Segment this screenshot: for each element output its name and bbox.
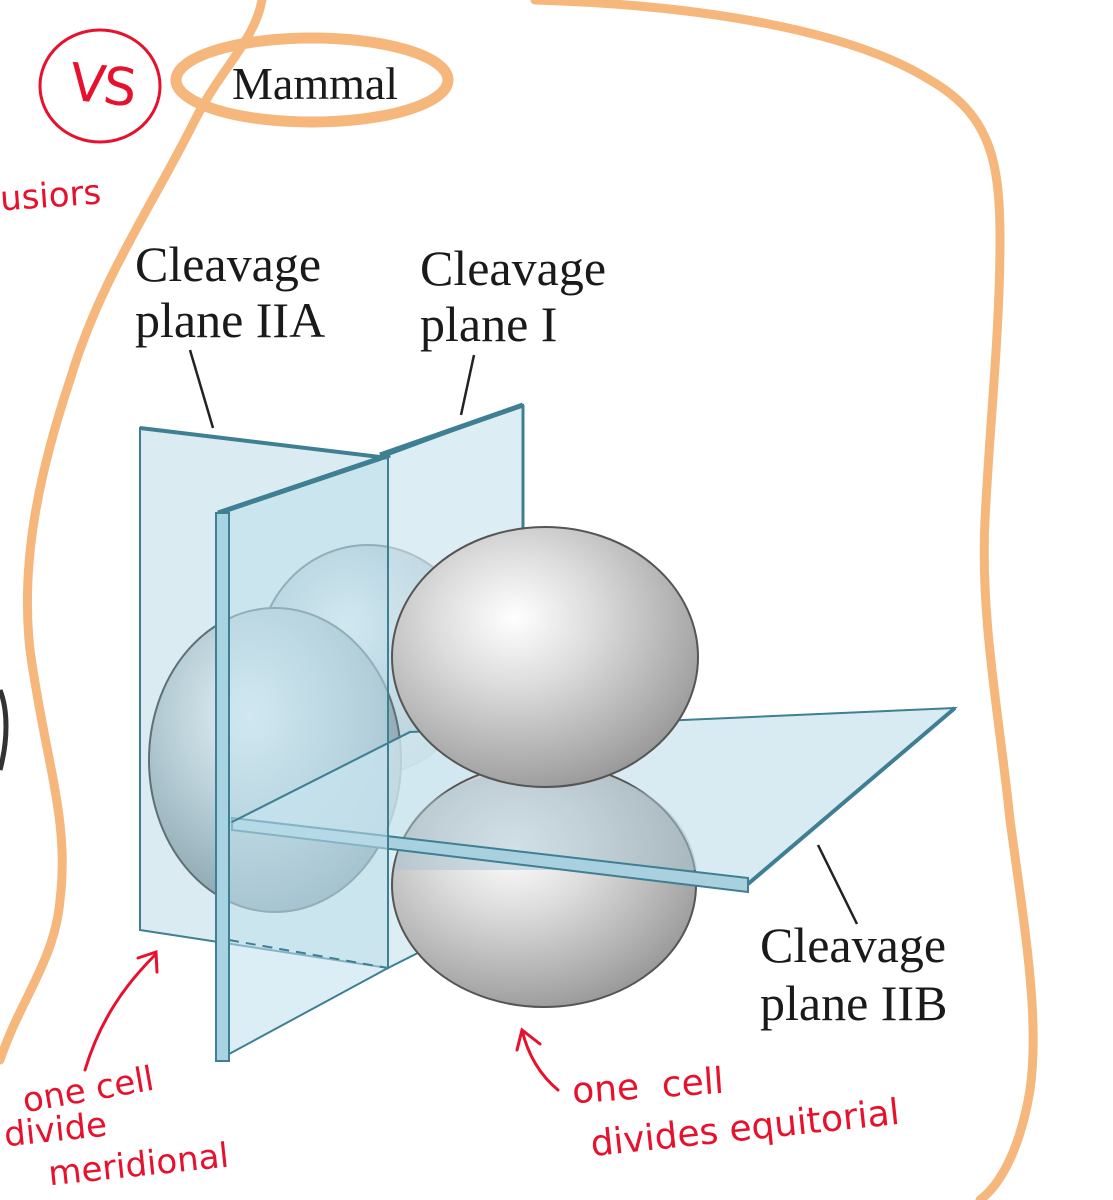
handwritten-vs: VS	[67, 52, 138, 120]
margin-arc-fragment	[0, 689, 9, 771]
title-mammal: Mammal	[232, 58, 399, 109]
plane-iia-top-edge	[139, 426, 389, 460]
label-plane-iia-line1: Cleavage	[135, 236, 322, 292]
label-plane-i-line1: Cleavage	[420, 240, 607, 296]
label-plane-iib-line1: Cleavage	[760, 917, 947, 973]
plane-i-front-top-edge	[217, 452, 391, 516]
leader-plane-i	[459, 354, 476, 416]
vs-circle	[38, 28, 162, 144]
plane-i-front-thickness	[215, 512, 230, 1062]
label-plane-iib-line2: plane IIB	[760, 975, 948, 1031]
cell-lower-right-tint	[395, 768, 697, 870]
handwritten-margin-fragment: usiors	[0, 172, 103, 220]
label-plane-iia-line2: plane IIA	[135, 292, 326, 348]
orange-outline-loop	[0, 0, 1038, 1200]
leader-plane-iia	[188, 349, 215, 429]
plane-iib-back-edge	[231, 731, 411, 823]
orange-title-highlight	[170, 32, 454, 128]
red-arrow-left	[83, 949, 159, 1072]
label-plane-i-line2: plane I	[420, 296, 558, 352]
leader-plane-iib	[816, 844, 859, 925]
cleavage-plane-i	[217, 453, 389, 1062]
cell-upper-right	[391, 526, 699, 788]
plane-i-top-back-edge	[379, 402, 524, 458]
hidden-line-bottom	[228, 939, 389, 969]
plane-iib-right-edge	[746, 706, 957, 886]
red-arrow-right	[515, 1027, 560, 1092]
